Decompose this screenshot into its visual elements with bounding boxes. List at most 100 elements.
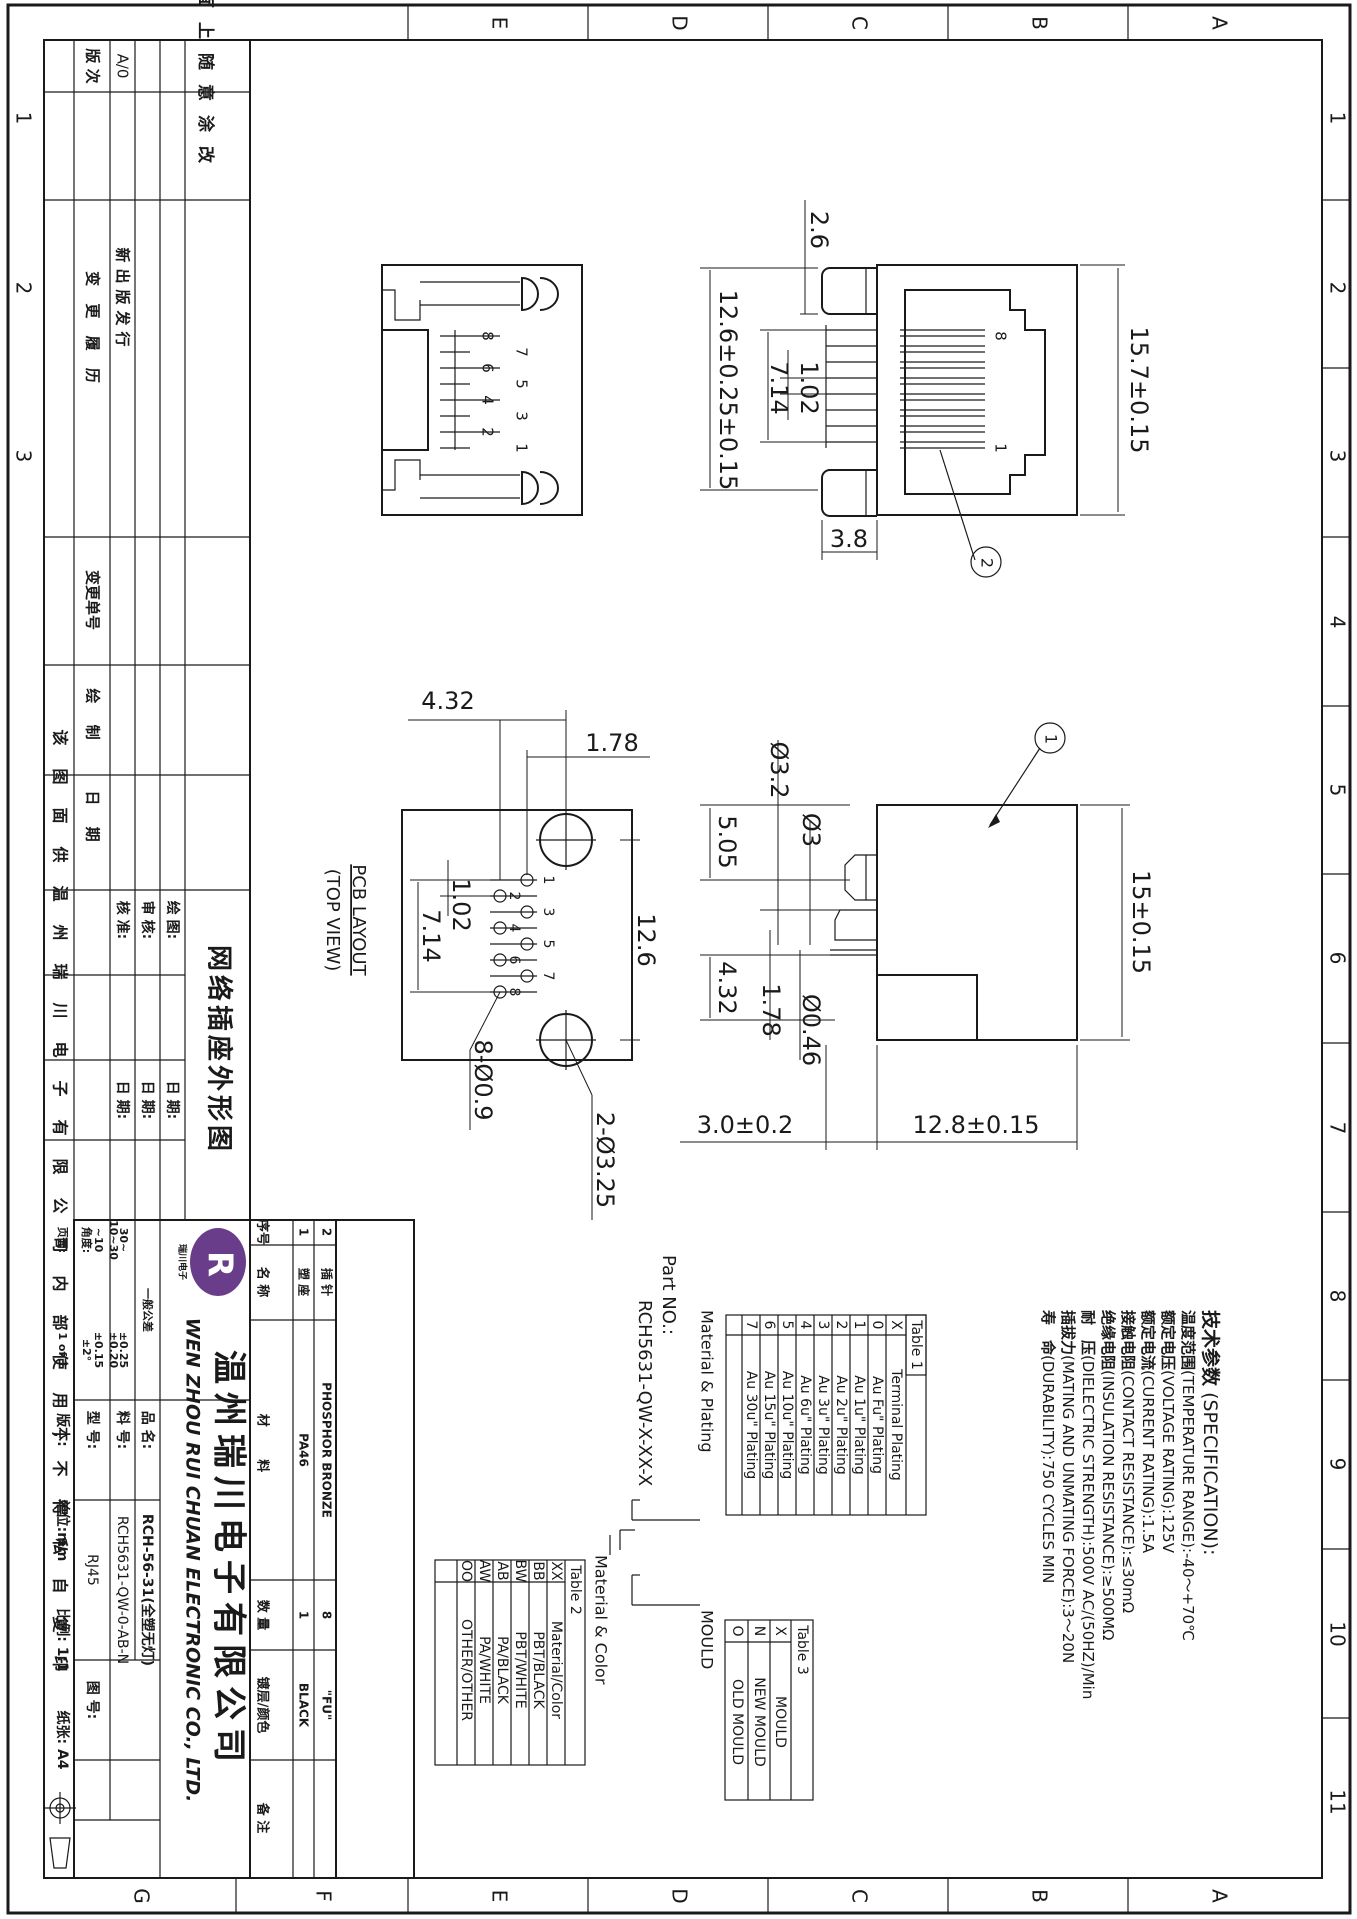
spec-line: 绝缘电阻(INSULATION RESISTANCE):≥500MΩ (1100, 1310, 1118, 1641)
scale-label: 比例: 1:1 (54, 1608, 71, 1672)
angle-label: 角度: (80, 1227, 94, 1253)
bom-cell: 1 (297, 1611, 311, 1619)
balloon-2 (970, 546, 1002, 578)
bom-header-note: 备 注 (255, 1802, 271, 1834)
dim-1-02-front: 1.02 (795, 361, 823, 414)
pin-label: 2 (479, 427, 497, 437)
spec-en: (MATING AND UNMATING FORCE):3～20N (1060, 1355, 1078, 1663)
table-1-cell: Au 15u" Plating (761, 1371, 777, 1480)
table-3-title: Table 3 (794, 1624, 810, 1675)
bom-cell: 塑 座 (297, 1268, 312, 1296)
pin-label: 4 (479, 395, 497, 405)
zone-number: 6 (1326, 952, 1350, 965)
bom-header-plating: 镀层/颜色 (255, 1677, 271, 1734)
pcb-pin-label: 4 (506, 924, 522, 933)
table-3: Table 3 X MOULD N NEW MOULD O OLD MOULD (724, 1619, 814, 1801)
change-no-header: 变更单号 (84, 570, 102, 630)
material-color-label: Material & Color (592, 1555, 611, 1685)
page-value: 1 of 1 (56, 1332, 69, 1367)
table-2-cell: PA/WHITE (476, 1636, 492, 1704)
table-2-cell: OO (458, 1560, 474, 1582)
front-view: 8 1 2 15.7±0.15 2.6 12.6±0.25±0.15 7.14 … (700, 200, 1153, 578)
dim-8-holes: 8-Ø0.9 (469, 1040, 497, 1121)
edition-label: 版本: (54, 1413, 71, 1447)
table-2-cell: BW (512, 1560, 528, 1583)
review-label: 审 核: (139, 901, 156, 939)
bom-table: 序号 名 称 材 料 数 量 镀层/颜色 备 注 2 插 针 PHOSPHOR … (249, 1219, 337, 1879)
dim-7-14-front: 7.14 (765, 361, 793, 414)
bom-cell: "FU" (320, 1690, 334, 1720)
table-1-title: Table 1 (908, 1319, 924, 1370)
table-2-cell: BB (530, 1561, 546, 1580)
angle-value: ±2° (80, 1339, 93, 1361)
table-1-cell: 7 (743, 1321, 759, 1330)
spec-cn: 绝缘电阻 (1100, 1310, 1118, 1370)
version-value: A/0 (114, 54, 132, 79)
bom-header-qty: 数 量 (255, 1600, 271, 1631)
zone-letters-bottom: G F E D C B A (130, 1888, 1232, 1904)
bom-header-name: 名 称 (255, 1267, 271, 1298)
table-1-cell: Au 6u" Plating (797, 1375, 813, 1475)
dim-12-8: 12.8±0.15 (913, 1111, 1040, 1139)
notice-top: 禁止在图面上随意涂改 (195, 0, 216, 177)
pcb-pin-label: 8 (506, 988, 522, 997)
drawn-label: 绘 图: (164, 901, 181, 939)
part-no-code: RCH5631-QW-X-XX-X (634, 1300, 655, 1486)
zone-letter: G (130, 1888, 154, 1904)
pin-label: 5 (513, 379, 531, 389)
dim-4-32-side: 4.32 (713, 961, 741, 1014)
table-3-header: X (772, 1626, 788, 1636)
product-name-value: RCH-56-31(全塑无灯) (139, 1514, 156, 1666)
spec-title-line: 技术参数 (SPECIFICATION): (1200, 1310, 1223, 1555)
dim-1-78-pcb: 1.78 (585, 729, 638, 757)
table-2-header: Material/Color (548, 1621, 564, 1719)
table-2-header: XX (548, 1561, 564, 1581)
drawing-title: 网络插座外形图 (204, 945, 235, 1155)
zone-letter: C (848, 16, 872, 30)
zone-number: 11 (1326, 1789, 1350, 1814)
dim-15-7: 15.7±0.15 (1125, 327, 1153, 454)
company-logo: R 瑞川电子 (177, 1228, 246, 1296)
zone-letter: E (488, 1890, 512, 1903)
table-1-cell: Au 1u" Plating (851, 1375, 867, 1475)
bom-cell: 8 (320, 1611, 334, 1619)
spec-line: 额定电压(VOLTAGE RATING):125V (1160, 1310, 1178, 1554)
table-1-cell: 5 (779, 1321, 795, 1330)
pin-side-view: 7 5 3 1 8 6 4 2 (381, 264, 583, 516)
zone-letters-top: E D C B A (488, 15, 1232, 30)
history-value: 新出版发行 (114, 247, 132, 352)
company-name-cn: 温州瑞川电子有限公司 (209, 1350, 249, 1770)
spec-line: 寿 命(DURABILITY):750 CYCLES MIN (1040, 1310, 1058, 1583)
bom-cell: 插 针 (320, 1268, 335, 1296)
pcb-pin-label: 6 (506, 956, 522, 965)
zone-letter: F (312, 1890, 336, 1902)
table-2-cell: PBT/WHITE (512, 1631, 528, 1708)
notice-left: 该图面供温州瑞川电子有限公司内部使用,不得私自复印 (51, 729, 70, 1694)
model-value: RJ45 (84, 1554, 100, 1586)
zone-number: 10 (1326, 1621, 1350, 1646)
spec-en: (VOLTAGE RATING):125V (1160, 1370, 1178, 1554)
projection-symbol-icon (44, 1792, 76, 1869)
dim-dia-3-2: Ø3.2 (765, 741, 793, 798)
material-no-label: 料 号: (114, 1411, 131, 1449)
spec-en: (DURABILITY):750 CYCLES MIN (1040, 1355, 1058, 1583)
table-2-cell: PBT/BLACK (530, 1631, 546, 1709)
pcb-pin-label: 3 (540, 908, 556, 917)
table-3-cell: N (751, 1626, 767, 1636)
material-no-value: RCH5631-QW-0-AB-N (114, 1516, 130, 1664)
tolerance-value: ±0.20 (107, 1332, 120, 1369)
tolerance-range: 10~30 (107, 1220, 120, 1260)
top-view-label: (TOP VIEW) (322, 869, 343, 972)
table-1-cell: 0 (869, 1321, 885, 1330)
spec-line: 额定电流(CURRENT RATING):1.5A (1140, 1310, 1158, 1554)
table-1: Table 1 X Terminal Plating 0 Au Fu" Plat… (725, 1314, 927, 1516)
zone-number: 5 (1326, 784, 1350, 797)
drawing-no-label: 图 号: (84, 1681, 100, 1719)
zone-letter: A (1208, 1889, 1232, 1903)
spec-line: 耐 压(DIELECTRIC STRENGTH):500V AC/(50HZ)/… (1080, 1310, 1098, 1699)
bom-header-no: 序号 (255, 1219, 271, 1245)
zone-number: 7 (1326, 1122, 1350, 1135)
bom-cell: PHOSPHOR BRONZE (320, 1382, 334, 1518)
spec-line: 温度范围(TEMPERATURE RANGE):-40～+70℃ (1180, 1310, 1198, 1641)
pin-label: 1 (513, 443, 531, 453)
